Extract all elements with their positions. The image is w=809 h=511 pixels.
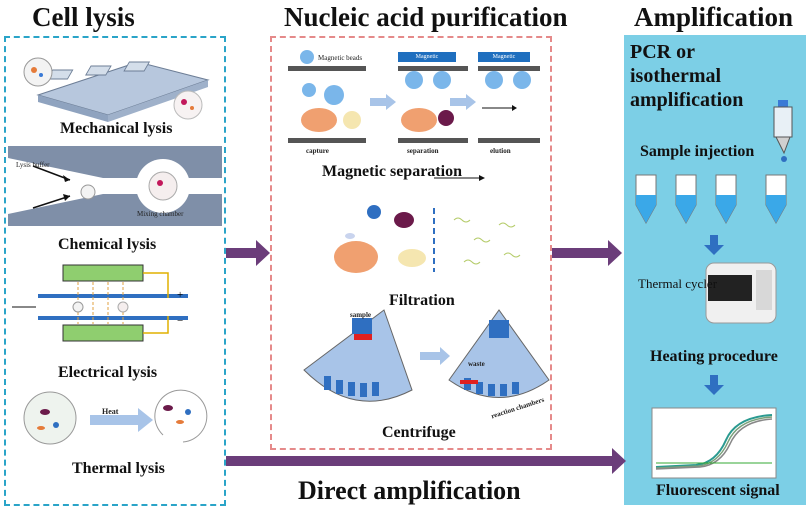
sample-label: sample bbox=[350, 311, 371, 319]
purification-illustrations bbox=[288, 50, 550, 402]
cell-lysis-panel bbox=[4, 36, 226, 506]
magnetic-separation-label: Magnetic separation bbox=[322, 163, 462, 180]
purification-heading: Nucleic acid purification bbox=[284, 2, 568, 32]
lysis-to-purification-arrow-icon bbox=[226, 240, 270, 266]
sample-injection-label: Sample injection bbox=[640, 143, 755, 160]
thermal-cycler-label: Thermal cycler bbox=[638, 276, 718, 291]
magnetic-beads-label: Magnetic beads bbox=[318, 54, 363, 62]
minus-sign: − bbox=[177, 315, 184, 327]
amplification-method-label: PCR or isothermal amplification bbox=[630, 41, 744, 111]
direct-amplification-label: Direct amplification bbox=[298, 476, 521, 505]
magnetic-bead-steps-icon bbox=[288, 50, 540, 143]
fluorescent-signal-label: Fluorescent signal bbox=[656, 482, 780, 499]
thermal-cycler-icon bbox=[705, 262, 777, 324]
cell-lysis-heading: Cell lysis bbox=[32, 2, 135, 32]
filtration-icon bbox=[334, 175, 521, 273]
electrical-lysis-electrodes-icon bbox=[12, 264, 188, 342]
mechanical-lysis-label: Mechanical lysis bbox=[60, 120, 173, 137]
amplification-heading: Amplification bbox=[634, 2, 793, 32]
magnet-tag-separation: Magnetic bbox=[398, 52, 456, 62]
chemical-lysis-channel-icon bbox=[8, 146, 222, 226]
step-separation-label: separation bbox=[407, 147, 439, 155]
centrifuge-label: Centrifuge bbox=[382, 424, 456, 441]
heat-label: Heat bbox=[102, 407, 119, 416]
magnet-tag-elution: Magnetic bbox=[478, 52, 530, 62]
thermal-lysis-label: Thermal lysis bbox=[72, 460, 165, 477]
centrifuge-discs-icon bbox=[303, 309, 550, 402]
mechanical-lysis-chip-icon bbox=[23, 57, 210, 122]
step-capture-label: capture bbox=[306, 147, 329, 155]
purification-panel bbox=[270, 36, 552, 450]
amplification-illustrations bbox=[635, 100, 793, 479]
cell-lysis-illustrations bbox=[8, 57, 222, 445]
filtration-label: Filtration bbox=[389, 292, 455, 309]
tube-icons bbox=[635, 174, 787, 225]
waste-label: waste bbox=[468, 360, 485, 368]
electrical-lysis-label: Electrical lysis bbox=[58, 364, 158, 381]
step-elution-label: elution bbox=[490, 147, 511, 155]
lysis-buffer-label: Lysis buffer bbox=[16, 161, 50, 169]
thermal-lysis-icon bbox=[23, 389, 208, 445]
fluorescence-curve-icon bbox=[651, 407, 777, 479]
chemical-lysis-label: Chemical lysis bbox=[58, 236, 157, 253]
direct-amplification-arrow-icon bbox=[226, 448, 626, 474]
pipette-icon bbox=[773, 100, 793, 162]
heating-procedure-label: Heating procedure bbox=[650, 348, 778, 365]
purification-to-amplification-arrow-icon bbox=[552, 240, 622, 266]
plus-sign: + bbox=[177, 289, 184, 301]
mixing-chamber-label: Mixing chamber bbox=[137, 210, 184, 218]
